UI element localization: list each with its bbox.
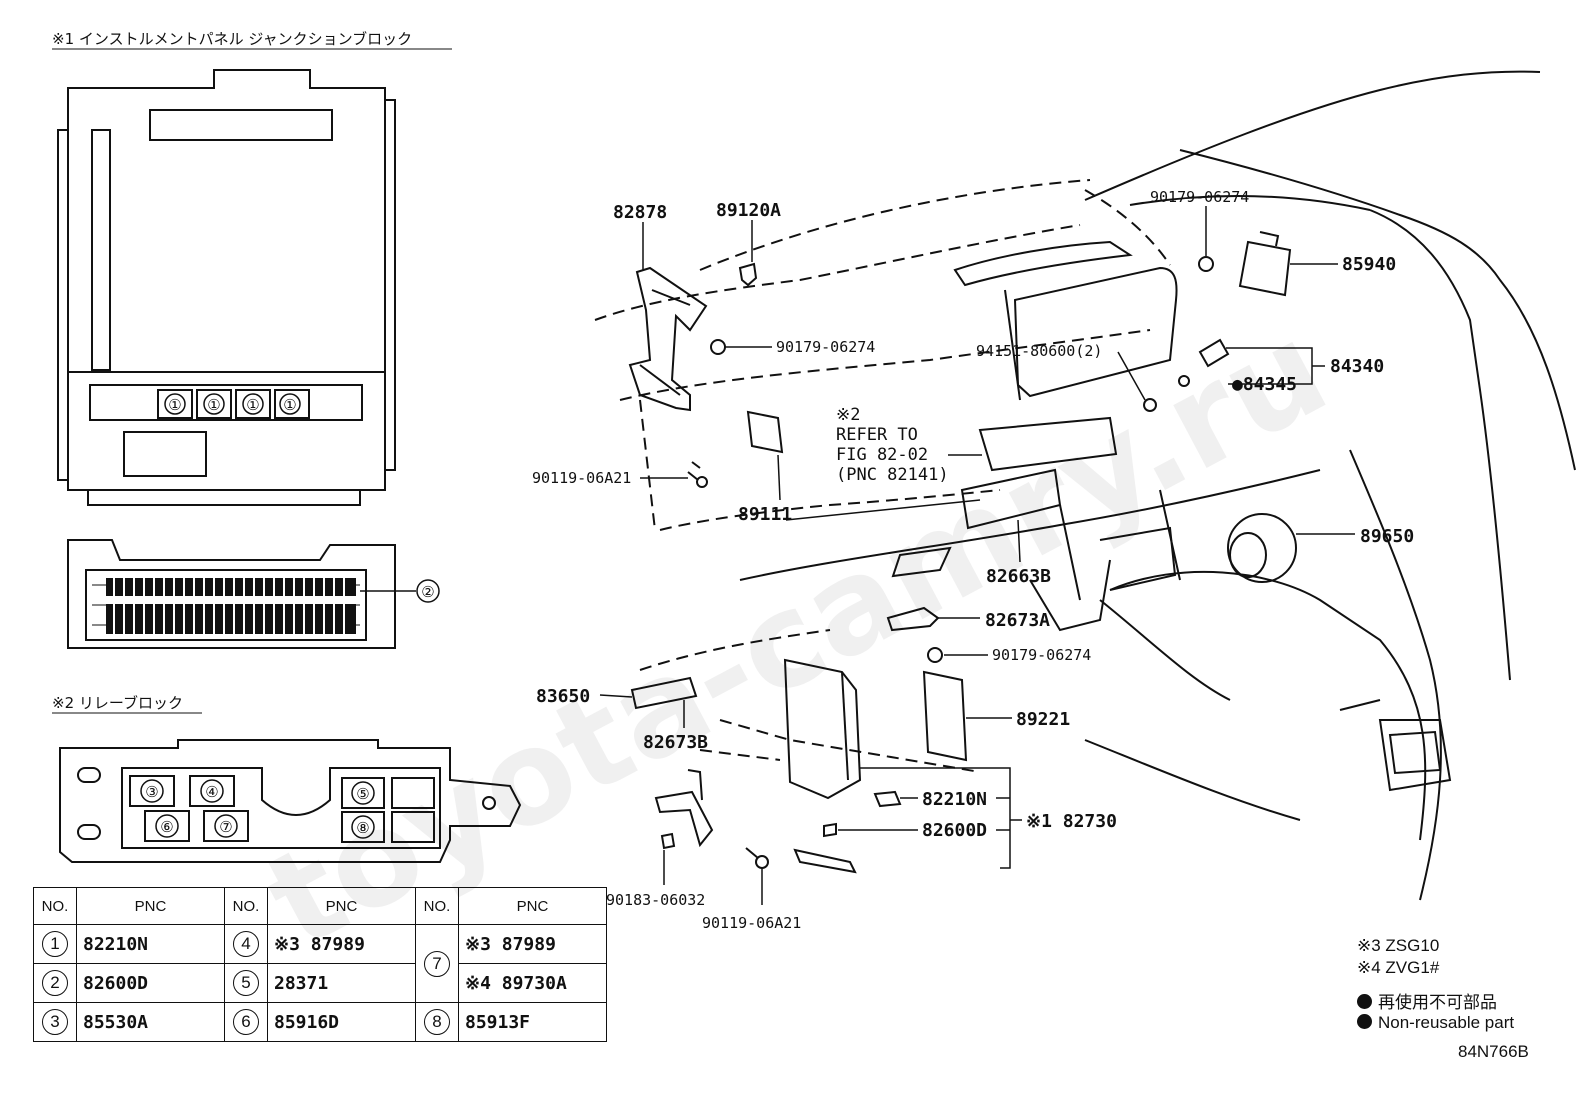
legend-note4: ※4 ZVG1# bbox=[1357, 958, 1440, 977]
label-90119-06a21-b: 90119-06A21 bbox=[702, 914, 801, 932]
refer-note: ※2 REFER TO FIG 82-02 (PNC 82141) bbox=[836, 405, 982, 485]
label-83650: 83650 bbox=[536, 686, 590, 707]
part-icons bbox=[628, 231, 1297, 874]
svg-text:④: ④ bbox=[205, 783, 218, 801]
label-90119-06a21-a: 90119-06A21 bbox=[532, 469, 631, 487]
jb-slot-marks: ① ① ① ① bbox=[164, 393, 301, 415]
svg-text:※2: ※2 bbox=[836, 405, 860, 425]
svg-text:⑧: ⑧ bbox=[356, 819, 369, 837]
label-90179-06274-c: 90179-06274 bbox=[992, 646, 1091, 664]
legend-nonreuse-en: Non-reusable part bbox=[1357, 1013, 1514, 1033]
label-82878: 82878 bbox=[613, 202, 667, 223]
leader-lines bbox=[599, 206, 1355, 905]
svg-text:⑤: ⑤ bbox=[356, 785, 369, 803]
svg-text:③: ③ bbox=[145, 783, 158, 801]
label-89120a: 89120A bbox=[716, 200, 781, 221]
svg-text:①: ① bbox=[283, 396, 296, 414]
label-82210n: 82210N bbox=[922, 789, 987, 810]
legend-note3: ※3 ZSG10 bbox=[1357, 936, 1440, 955]
dashboard-outline bbox=[594, 179, 1171, 773]
svg-text:FIG 82-02: FIG 82-02 bbox=[836, 445, 928, 465]
jb-title: ※1 インストルメントパネル ジャンクションブロック bbox=[52, 30, 412, 48]
label-82663b: 82663B bbox=[986, 566, 1051, 587]
figure-id: 84N766B bbox=[1458, 1042, 1529, 1061]
relay-slot-marks bbox=[140, 779, 375, 839]
label-85940: 85940 bbox=[1342, 254, 1396, 275]
svg-text:⑥: ⑥ bbox=[160, 818, 173, 836]
svg-text:⑦: ⑦ bbox=[219, 818, 232, 836]
label-82600d: 82600D bbox=[922, 820, 987, 841]
svg-text:①: ① bbox=[168, 396, 181, 414]
table-header: NO. PNC NO. PNC NO. PNC bbox=[33, 887, 607, 925]
table-row: 1 82210N 4 ※3 87989 7 ※3 87989 bbox=[33, 924, 607, 1003]
bullet-icon bbox=[1357, 994, 1372, 1009]
svg-text:①: ① bbox=[246, 396, 259, 414]
dashboard-body bbox=[739, 70, 1576, 901]
label-84345: ●84345 bbox=[1232, 374, 1297, 395]
junction-block-front bbox=[57, 69, 396, 506]
pnc-table: NO. PNC NO. PNC NO. PNC 1 82210N 4 ※3 87… bbox=[33, 887, 607, 1042]
label-89221: 89221 bbox=[1016, 709, 1070, 730]
label-84340: 84340 bbox=[1330, 356, 1384, 377]
label-82730: ※1 82730 bbox=[1026, 811, 1117, 832]
svg-text:REFER TO: REFER TO bbox=[836, 425, 918, 445]
label-90179-06274-a: 90179-06274 bbox=[776, 338, 875, 356]
part-labels: 82878 89120A 90179-06274 90179-06274 859… bbox=[532, 188, 1414, 932]
label-90179-06274-b: 90179-06274 bbox=[1150, 188, 1249, 206]
table-row: 2 82600D 5 28371 ※4 89730A bbox=[33, 963, 607, 1003]
legend-nonreuse-jp: 再使用不可部品 bbox=[1357, 988, 1497, 1013]
label-82673b: 82673B bbox=[643, 732, 708, 753]
label-82673a: 82673A bbox=[985, 610, 1050, 631]
label-94151-80600: 94151-80600(2) bbox=[976, 342, 1102, 360]
label-90183-06032: 90183-06032 bbox=[606, 891, 705, 909]
svg-text:①: ① bbox=[207, 396, 220, 414]
label-89650: 89650 bbox=[1360, 526, 1414, 547]
bullet-icon bbox=[1357, 1014, 1372, 1029]
jb-connector-mark: ② bbox=[421, 583, 434, 601]
table-row: 3 85530A 6 85916D 8 85913F bbox=[33, 1002, 607, 1042]
label-89111: 89111 bbox=[738, 504, 792, 525]
relay-title: ※2 リレーブロック bbox=[52, 694, 183, 712]
relay-block bbox=[59, 739, 522, 863]
svg-text:(PNC 82141): (PNC 82141) bbox=[836, 465, 949, 485]
